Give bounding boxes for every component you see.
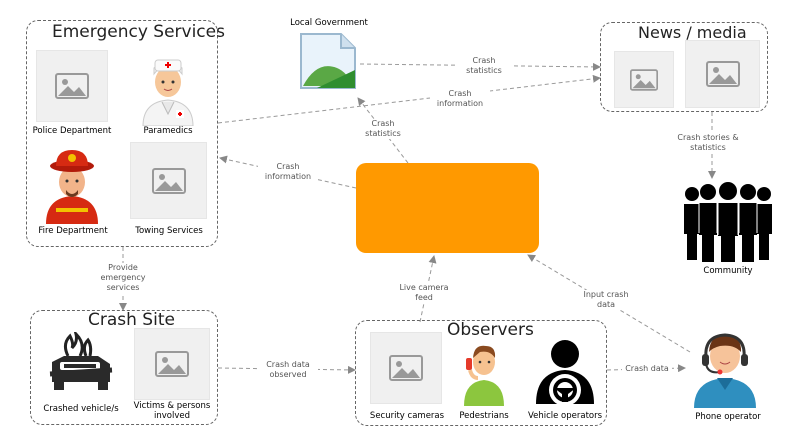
edge-label-crash-stories: Crash stories & statistics xyxy=(668,133,748,153)
image-icon xyxy=(389,355,423,381)
victims-image-placeholder xyxy=(134,328,210,400)
local-government-label: Local Government xyxy=(290,18,368,28)
towing-image-placeholder xyxy=(130,142,207,219)
victims-label: Victims & persons involved xyxy=(130,401,214,421)
image-icon xyxy=(705,61,740,87)
edge-label-crash-statistics-news: Crash statistics xyxy=(456,56,512,76)
observers-group xyxy=(355,320,607,426)
phone-operator-label: Phone operator xyxy=(695,412,761,422)
edge-label-crash-data-observed: Crash data observed xyxy=(258,360,318,380)
emergency-services-title: Emergency Services xyxy=(52,22,225,42)
edge-emergency-news xyxy=(217,74,601,124)
image-icon xyxy=(630,68,658,91)
edge-label-text: Input crash data xyxy=(583,290,629,309)
edge-label-text: Crash data observed xyxy=(266,360,310,379)
edge-label-crash-statistics-gov: Crash statistics xyxy=(358,119,408,139)
news-media-group xyxy=(600,22,768,112)
crash-site-group xyxy=(30,310,218,425)
vehicle-operator-icon xyxy=(534,338,596,406)
edge-label-text: Crash stories & statistics xyxy=(677,133,739,152)
edge-label-text: Live camera feed xyxy=(399,283,449,302)
phone-operator-icon xyxy=(690,330,760,408)
pedestrian-icon xyxy=(460,340,508,406)
central-hub-box[interactable] xyxy=(356,163,539,253)
community-label: Community xyxy=(703,266,753,276)
edge-label-text: Provide emergency services xyxy=(100,263,146,292)
paramedics-label: Paramedics xyxy=(143,126,193,136)
edge-label-input-crash-data: Input crash data xyxy=(578,290,634,310)
edge-label-text: Crash statistics xyxy=(365,119,401,138)
police-label: Police Department xyxy=(32,126,112,136)
edge-hub-emergency xyxy=(219,155,357,189)
news-image-placeholder-2 xyxy=(685,40,760,108)
edge-label-crash-data: Crash data xyxy=(622,364,672,374)
fire-label: Fire Department xyxy=(38,226,108,236)
image-icon xyxy=(55,73,89,99)
image-icon xyxy=(151,167,186,194)
pedestrians-label: Pedestrians xyxy=(459,411,509,421)
news-image-placeholder-1 xyxy=(614,51,674,108)
police-image-placeholder xyxy=(36,50,108,122)
edge-label-text: Crash data xyxy=(625,364,669,373)
crash-site-title: Crash Site xyxy=(88,310,175,330)
edge-label-text: Crash information xyxy=(436,89,484,108)
edge-label-text: Crash information xyxy=(264,162,312,181)
edge-crashsite-observers xyxy=(217,365,356,374)
edge-label-crash-information-emergency: Crash information xyxy=(258,162,318,182)
edge-label-crash-information-news: Crash information xyxy=(430,89,490,109)
broken-image-icon xyxy=(297,30,359,92)
edge-observers-hub xyxy=(419,255,437,323)
towing-label: Towing Services xyxy=(135,226,203,236)
crashed-vehicle-icon xyxy=(48,329,114,392)
edge-label-text: Crash statistics xyxy=(466,56,502,75)
edge-label-provide-emergency: Provide emergency services xyxy=(96,263,150,293)
observers-title: Observers xyxy=(447,320,534,340)
crashed-vehicle-label: Crashed vehicle/s xyxy=(43,404,119,414)
image-icon xyxy=(155,351,189,377)
edge-label-live-camera-feed: Live camera feed xyxy=(398,283,450,303)
edge-observers-phone xyxy=(606,364,686,373)
vehicle-operators-label: Vehicle operators xyxy=(527,411,603,421)
victims-label-text: Victims & persons involved xyxy=(133,401,211,421)
emergency-services-group xyxy=(26,20,218,247)
paramedics-icon xyxy=(138,52,198,127)
community-icon xyxy=(682,182,774,262)
firefighter-icon xyxy=(44,148,100,224)
security-cameras-label: Security cameras xyxy=(369,411,445,421)
security-cameras-image-placeholder xyxy=(370,332,442,404)
news-media-title: News / media xyxy=(638,23,747,42)
